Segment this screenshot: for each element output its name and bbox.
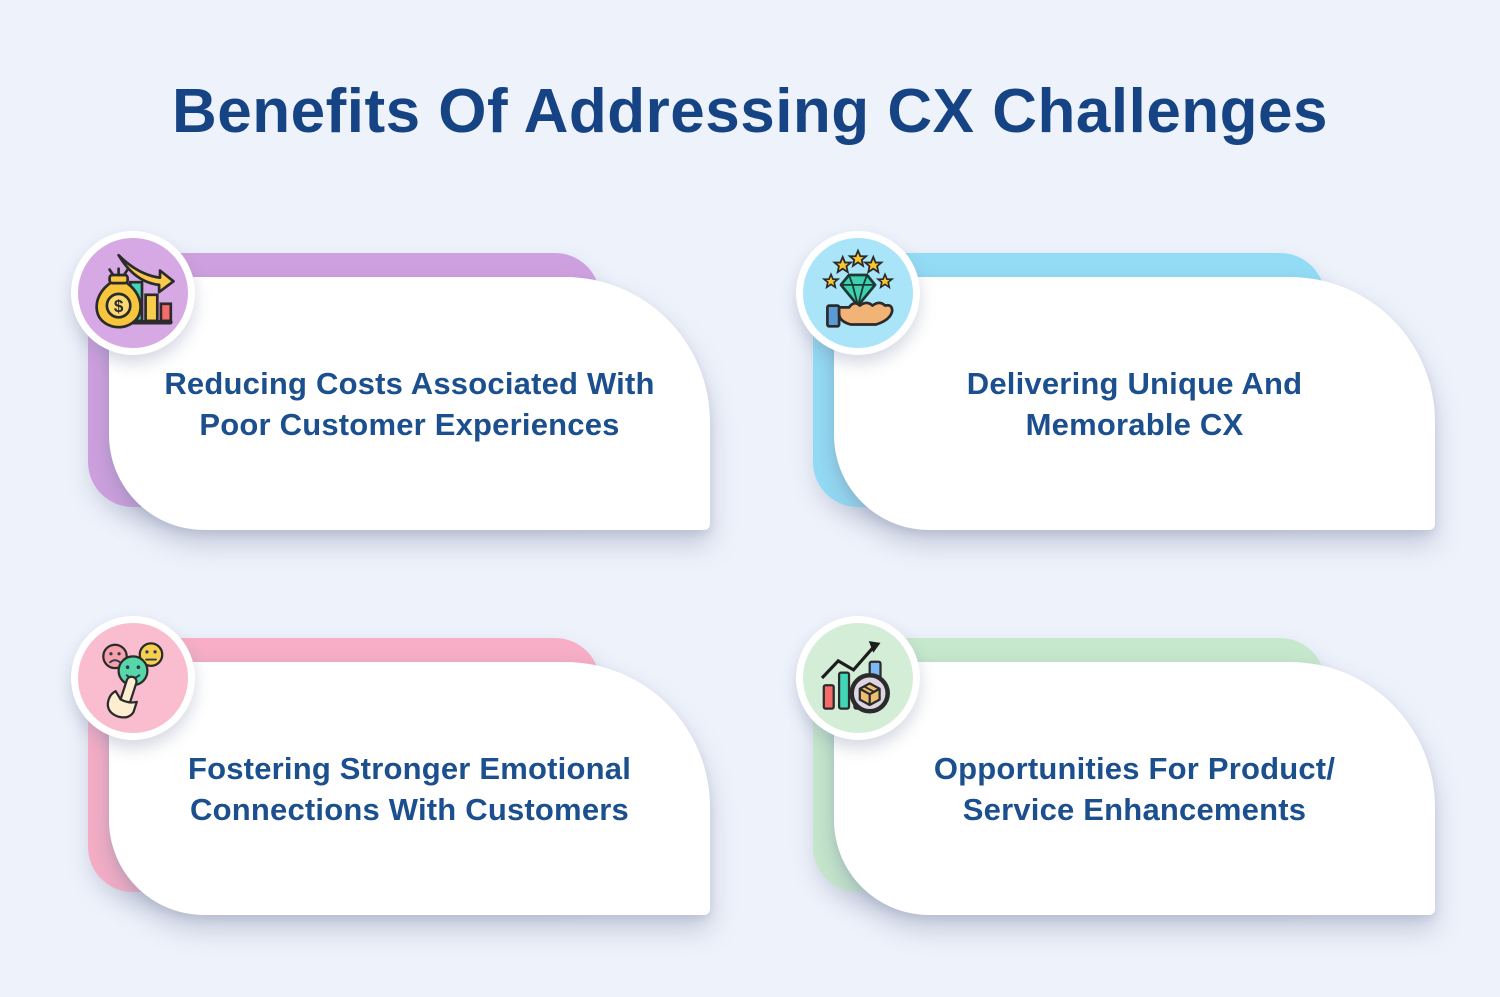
money-bag-declining-chart-icon: $	[95, 253, 175, 329]
card-label-line2: Poor Customer Experiences	[199, 406, 620, 442]
hand-holding-diamond-stars-icon	[823, 249, 894, 328]
card-label-line1: Reducing Costs Associated With	[164, 365, 655, 401]
benefit-card-product-enhancements: Opportunities For Product/ Service Enhan…	[795, 613, 1465, 930]
card-panel: Fostering Stronger Emotional Connections…	[109, 662, 710, 915]
card-icon-circle	[803, 623, 913, 733]
card-icon-circle: $	[78, 238, 188, 348]
growth-chart-magnifier-box-icon	[820, 641, 890, 714]
card-panel: Reducing Costs Associated With Poor Cust…	[109, 277, 710, 530]
card-label-line1: Opportunities For Product/	[933, 750, 1336, 786]
card-label: Fostering Stronger Emotional Connections…	[158, 748, 661, 830]
card-panel: Delivering Unique And Memorable CX	[834, 277, 1435, 530]
benefit-card-reducing-costs: Reducing Costs Associated With Poor Cust…	[70, 228, 740, 545]
finger-choosing-happy-face-icon	[102, 642, 164, 719]
card-label-line1: Fostering Stronger Emotional	[187, 750, 632, 786]
card-label-line2: Service Enhancements	[962, 791, 1307, 827]
card-label: Reducing Costs Associated With Poor Cust…	[134, 363, 684, 445]
benefit-card-emotional-connections: Fostering Stronger Emotional Connections…	[70, 613, 740, 930]
benefit-card-unique-cx: Delivering Unique And Memorable CX	[795, 228, 1465, 545]
svg-text:$: $	[114, 297, 124, 316]
card-icon-circle	[78, 623, 188, 733]
card-label: Opportunities For Product/ Service Enhan…	[904, 748, 1365, 830]
card-label: Delivering Unique And Memorable CX	[937, 363, 1332, 445]
card-icon-badge	[796, 231, 920, 355]
card-label-line1: Delivering Unique And	[966, 365, 1303, 401]
card-label-line2: Memorable CX	[1025, 406, 1244, 442]
card-label-line2: Connections With Customers	[190, 791, 629, 827]
page-title: Benefits Of Addressing CX Challenges	[171, 77, 1329, 146]
card-panel: Opportunities For Product/ Service Enhan…	[834, 662, 1435, 915]
card-icon-badge	[71, 616, 195, 740]
card-icon-badge: $	[71, 231, 195, 355]
card-icon-badge	[796, 616, 920, 740]
card-icon-circle	[803, 238, 913, 348]
